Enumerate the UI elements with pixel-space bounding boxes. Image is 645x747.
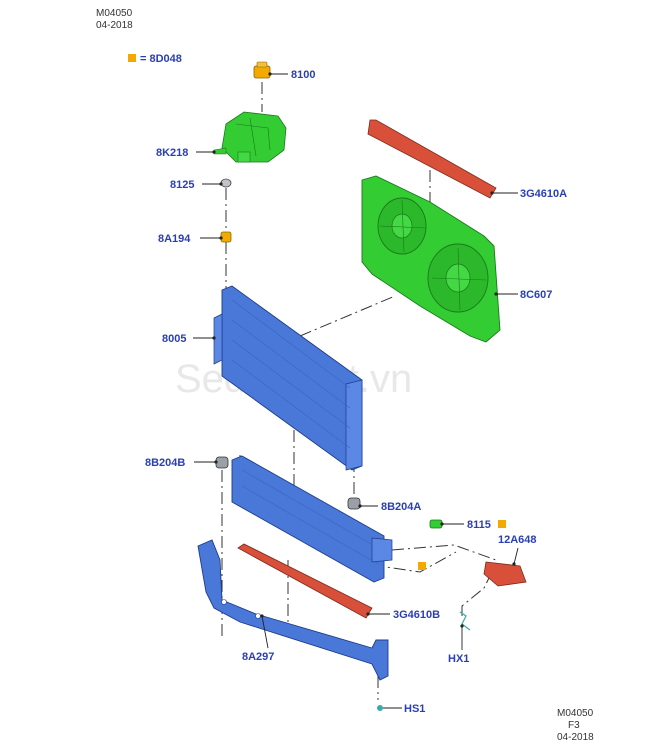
part-3G4610B-seal[interactable]: [237, 543, 373, 619]
label-8B204B: 8B204B: [145, 457, 185, 469]
label-HS1: HS1: [404, 703, 425, 715]
part-8C607-fan-shroud[interactable]: [361, 175, 501, 343]
legend-square-icon: [128, 54, 136, 62]
label-8115: 8115: [467, 519, 491, 531]
part-8A297-bracket[interactable]: [197, 539, 389, 681]
leader-lines: [193, 72, 519, 709]
label-8A194: 8A194: [158, 233, 191, 245]
label-3G4610B: 3G4610B: [393, 609, 440, 621]
label-8005: 8005: [162, 333, 186, 345]
part-8005-radiator[interactable]: [213, 285, 363, 471]
header-code: M04050: [96, 8, 133, 19]
legend-text: = 8D048: [140, 53, 182, 65]
part-12A648-connector[interactable]: [483, 561, 527, 587]
part-HX1-pigtail[interactable]: [459, 611, 471, 631]
part-8115-sensor[interactable]: [429, 519, 443, 529]
footer-date: 04-2018: [557, 732, 594, 743]
label-3G4610A: 3G4610A: [520, 188, 567, 200]
part-HS1-marker[interactable]: [377, 705, 383, 711]
part-8K218-reservoir[interactable]: [213, 111, 287, 163]
label-8100: 8100: [291, 69, 315, 81]
header-date: 04-2018: [96, 20, 133, 31]
part-8B204A-mount[interactable]: [347, 497, 361, 510]
part-8A194-bracket[interactable]: [220, 231, 232, 243]
part-condenser[interactable]: [231, 455, 393, 583]
footer-sheet: F3: [568, 720, 580, 731]
label-8K218: 8K218: [156, 147, 188, 159]
label-8B204A: 8B204A: [381, 501, 421, 513]
label-HX1: HX1: [448, 653, 469, 665]
part-8100-cap[interactable]: [253, 61, 271, 79]
label-8A297: 8A297: [242, 651, 274, 663]
label-12A648: 12A648: [498, 534, 537, 546]
part-8115-marker-icon: [498, 520, 506, 528]
footer-code: M04050: [557, 708, 594, 719]
label-8C607: 8C607: [520, 289, 552, 301]
hose-marker-icon: [418, 562, 426, 570]
part-8125-grommet[interactable]: [220, 178, 232, 188]
part-8B204B-mount[interactable]: [215, 456, 229, 469]
label-8125: 8125: [170, 179, 194, 191]
